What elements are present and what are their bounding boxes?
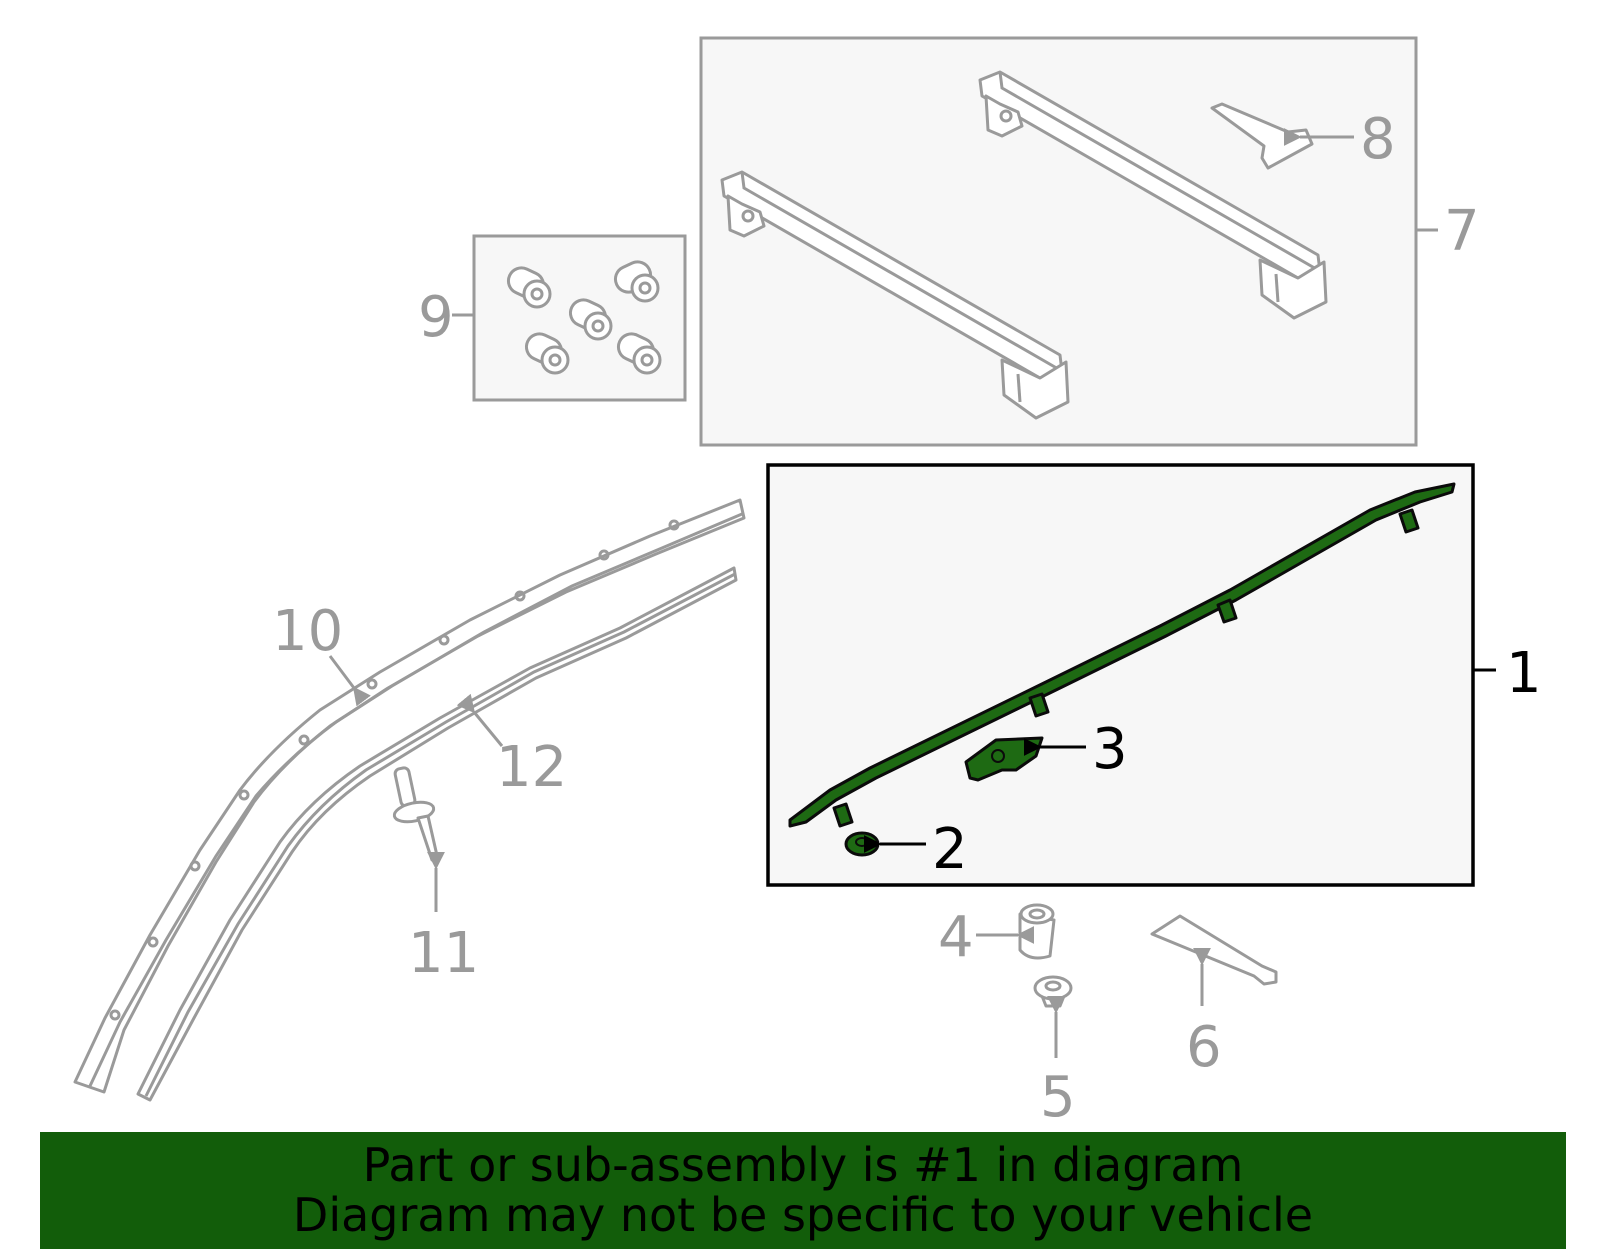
- bushing-3: [568, 298, 613, 341]
- disclaimer-banner: Part or sub-assembly is #1 in diagram Di…: [40, 1132, 1566, 1249]
- bushing-2: [613, 260, 660, 303]
- callout-1: 1: [1506, 641, 1542, 706]
- bushing-1: [506, 266, 552, 309]
- callout-10: 10: [272, 599, 343, 664]
- part-2-nut: [844, 831, 926, 857]
- banner-line-2: Diagram may not be specific to your vehi…: [292, 1188, 1314, 1242]
- roof-rail-group: [766, 463, 1496, 887]
- part-12-strip: [136, 566, 738, 1102]
- crossbar-front: [720, 170, 1070, 420]
- callout-3: 3: [1092, 717, 1128, 782]
- callout-9: 9: [418, 285, 454, 350]
- crossbar-rear: [978, 70, 1328, 320]
- callout-4: 4: [938, 905, 974, 970]
- bushing-kit-group: [452, 234, 687, 402]
- callout-6: 6: [1186, 1015, 1222, 1080]
- banner-line-1: Part or sub-assembly is #1 in diagram: [362, 1138, 1244, 1192]
- callout-7: 7: [1444, 199, 1480, 264]
- part-11-rivet: [392, 766, 445, 912]
- callout-8: 8: [1360, 107, 1396, 172]
- part-4-spacer: [976, 903, 1056, 960]
- callout-12: 12: [496, 735, 567, 800]
- part-6-pad: [1150, 914, 1278, 1006]
- bushing-4: [524, 332, 570, 375]
- roof-rail-box: [766, 463, 1475, 887]
- part-10-molding: [73, 498, 746, 1094]
- roof-rail-highlighted: [788, 482, 1456, 828]
- callout-2: 2: [932, 817, 968, 882]
- part-5-grommet: [1033, 975, 1073, 1058]
- bushing-5: [616, 332, 662, 375]
- part-8-key: [1210, 102, 1354, 170]
- crossbar-kit-group: [699, 36, 1438, 447]
- callout-11: 11: [408, 921, 479, 986]
- part-3-clip: [964, 736, 1086, 782]
- callout-5: 5: [1040, 1065, 1076, 1130]
